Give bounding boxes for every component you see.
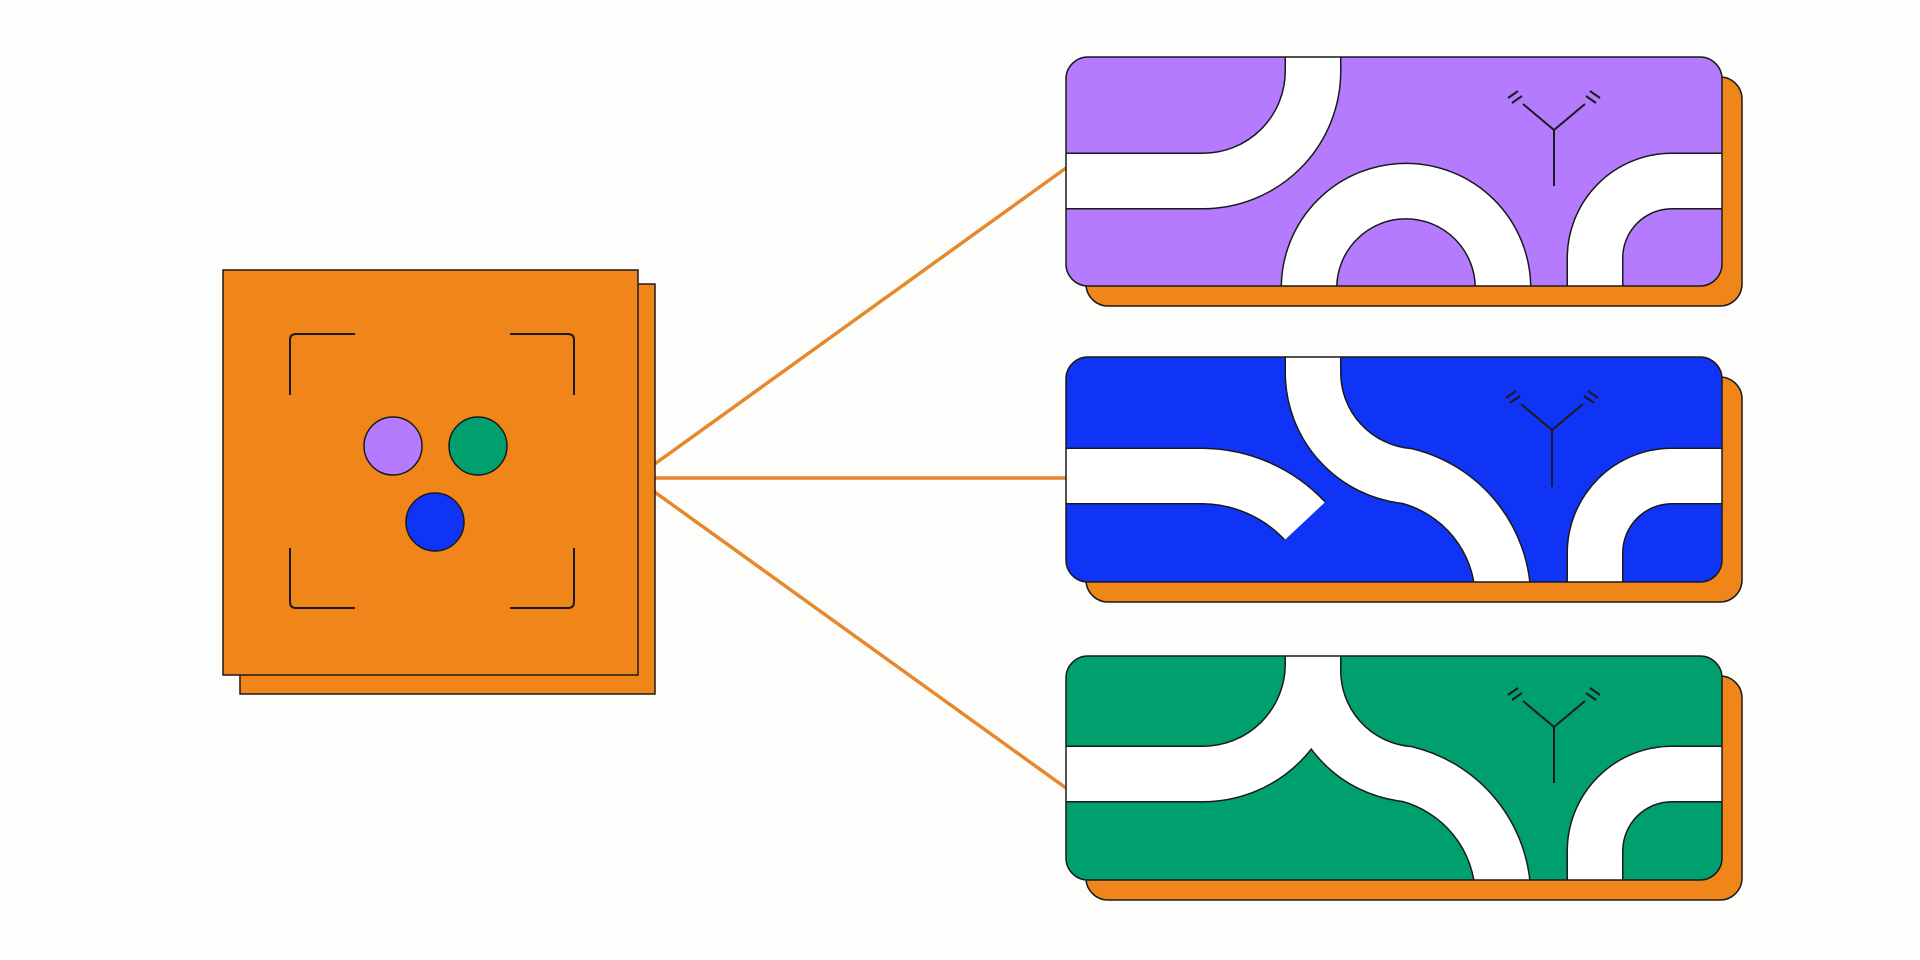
antibody-icon xyxy=(1507,90,1601,186)
source-card-front xyxy=(222,269,639,676)
green-panel xyxy=(1065,655,1743,901)
focus-frame-icon xyxy=(289,333,575,609)
antibody-icon xyxy=(1507,687,1601,783)
blue-dot xyxy=(405,492,465,552)
connector-to-green-panel xyxy=(636,478,1068,790)
purple-panel xyxy=(1065,56,1743,307)
blue-panel xyxy=(1065,356,1743,603)
track-b xyxy=(1066,357,1722,582)
green-dot xyxy=(448,416,508,476)
purple-dot xyxy=(363,416,423,476)
connector-to-purple-panel xyxy=(636,166,1068,478)
antibody-icon xyxy=(1505,390,1599,487)
connector-lines xyxy=(636,166,1068,790)
track-c xyxy=(1066,656,1722,880)
track-a xyxy=(1066,57,1722,286)
source-card xyxy=(222,269,656,695)
